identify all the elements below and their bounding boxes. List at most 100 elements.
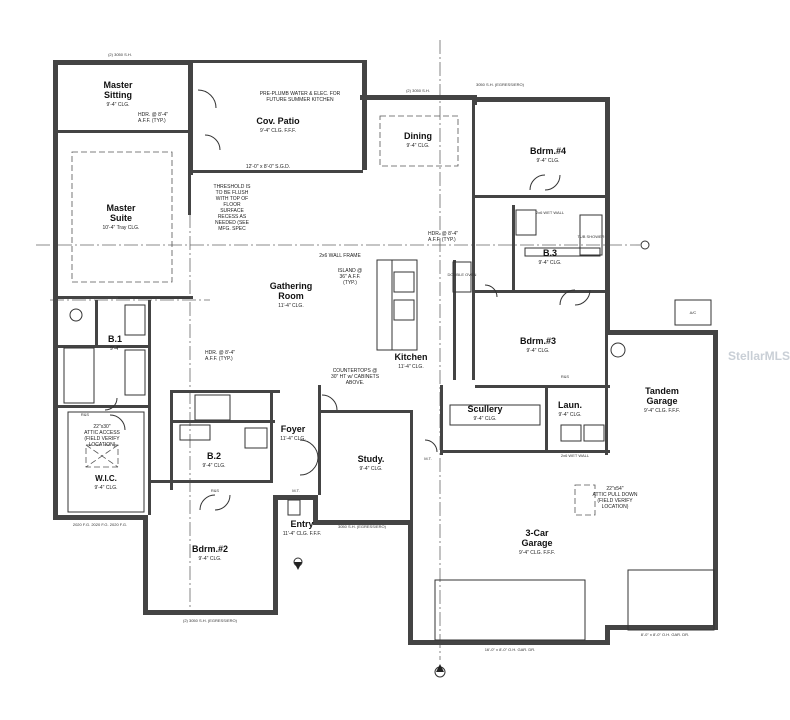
- note-double-oven: DOUBLE OVEN: [448, 272, 477, 277]
- room-b3: B.3: [543, 248, 557, 258]
- room-foyer: Foyer: [281, 424, 306, 434]
- note-hdr-mid-2: A.F.F. (TYP.): [205, 356, 233, 362]
- note-attic-3: (FIELD VERIFY: [84, 436, 120, 442]
- note-counter-3: ABOVE.: [346, 380, 365, 386]
- exterior-walls: [53, 60, 718, 645]
- note-attic-pd-1: 22"x54": [606, 486, 623, 492]
- room-tandem-line2: Garage: [646, 396, 677, 406]
- note-threshold-5: SURFACE: [220, 208, 244, 214]
- window-bdrm2: (2) 3050 S.H. (EGRESS/ERO): [183, 618, 238, 623]
- window-wic: 2020 F.G. 2020 F.G. 2020 F.G.: [73, 522, 127, 527]
- note-hdr-right: HDR. @ 8'-4": [428, 231, 458, 237]
- note-threshold-2: TO BE FLUSH: [216, 190, 249, 196]
- note-attic-pd-2: ATTIC PULL DOWN: [592, 492, 637, 498]
- note-threshold-6: RECESS AS: [218, 214, 247, 220]
- note-island-1: ISLAND @: [338, 268, 363, 274]
- note-ac: A/C: [690, 310, 697, 315]
- room-garage-line2: Garage: [521, 538, 552, 548]
- room-bdrm2: Bdrm.#2: [192, 544, 228, 554]
- room-entry-ceiling: 11'-4" CLG. F.F.F.: [283, 531, 321, 537]
- room-kitchen-ceiling: 11'-4" CLG.: [398, 364, 423, 370]
- note-hdr-top-2: A.F.F. (TYP.): [138, 118, 166, 124]
- note-wall-frame: 2x6 WALL FRAME: [319, 253, 361, 259]
- window-top-left: (2) 3050 S.H.: [108, 52, 132, 57]
- room-scullery: Scullery: [467, 404, 502, 414]
- room-gathering-ceiling: 11'-4" CLG.: [278, 303, 303, 309]
- note-shelf-2: R&S: [81, 412, 90, 417]
- room-dining-ceiling: 9'-4" CLG.: [406, 143, 429, 149]
- room-scullery-ceiling: 9'-4" CLG.: [473, 416, 496, 422]
- room-master-suite-ceiling: 10'-4" Tray CLG.: [103, 225, 140, 231]
- room-b1-ceiling: 9'-4": [110, 346, 120, 352]
- note-shelf-3: R&S: [211, 488, 220, 493]
- note-threshold-3: WITH TOP OF: [216, 196, 249, 202]
- note-attic-4: LOCATION): [89, 442, 116, 448]
- room-master-sitting-ceiling: 9'-4" CLG.: [106, 102, 129, 108]
- note-threshold-7: NEEDED (SEE: [215, 220, 250, 226]
- room-labels: Master Sitting 9'-4" CLG. Cov. Patio 9'-…: [94, 80, 680, 562]
- room-b2: B.2: [207, 451, 221, 461]
- note-counter-2: 30" HT w/ CABINETS: [331, 374, 380, 380]
- note-attic-pd-3: (FIELD VERIFY: [597, 498, 633, 504]
- room-foyer-ceiling: 11'-4" CLG.: [280, 436, 305, 442]
- garage-door-left: 16'-0" x 8'-0" O.H. GAR. DR.: [485, 647, 536, 652]
- room-garage-ceiling: 9'-4" CLG. F.F.F.: [519, 550, 555, 556]
- note-tub-shower: TUB SHOWER: [577, 234, 604, 239]
- room-wic-ceiling: 9'-4" CLG.: [94, 485, 117, 491]
- note-threshold-8: MFG. SPEC: [218, 226, 246, 232]
- note-attic-2: ATTIC ACCESS: [84, 430, 120, 436]
- room-b1: B.1: [108, 334, 122, 344]
- fixtures: [63, 89, 715, 641]
- note-prewater-2: FUTURE SUMMER KITCHEN: [266, 97, 334, 103]
- room-dining: Dining: [404, 131, 432, 141]
- interior-walls: [58, 100, 610, 520]
- room-master-sitting-line1: Master: [103, 80, 133, 90]
- window-top-mid: (2) 3050 S.H.: [406, 88, 430, 93]
- room-gathering-line2: Room: [278, 291, 304, 301]
- room-bdrm3-ceiling: 9'-4" CLG.: [526, 348, 549, 354]
- room-b3-ceiling: 9'-4" CLG.: [538, 260, 561, 266]
- room-entry: Entry: [290, 519, 313, 529]
- note-hdr-mid: HDR. @ 8'-4": [205, 350, 235, 356]
- note-mt-1: M.T.: [424, 456, 432, 461]
- room-bdrm4: Bdrm.#4: [530, 146, 566, 156]
- room-laun-ceiling: 9'-4" CLG.: [558, 412, 581, 418]
- room-wic: W.I.C.: [95, 474, 117, 483]
- window-egress-top: 3050 S.H. (EGRESS/ERO): [476, 82, 525, 87]
- room-gathering-line1: Gathering: [270, 281, 313, 291]
- room-garage-line1: 3-Car: [525, 528, 549, 538]
- note-hdr-right-2: A.F.F. (TYP.): [428, 237, 456, 243]
- room-kitchen: Kitchen: [394, 352, 427, 362]
- note-wet-wall-2: 2x6 WET WALL: [561, 453, 590, 458]
- note-attic-pd-4: LOCATION): [602, 504, 629, 510]
- window-study: 3050 S.H. (EGRESS/ERO): [338, 524, 387, 529]
- room-cov-patio: Cov. Patio: [256, 116, 300, 126]
- room-tandem-ceiling: 9'-4" CLG. F.F.F.: [644, 408, 680, 414]
- note-wet-wall-1: 2x6 WET WALL: [536, 210, 565, 215]
- note-mt-2: M.T.: [292, 488, 300, 493]
- note-threshold-4: FLOOR: [223, 202, 241, 208]
- room-bdrm2-ceiling: 9'-4" CLG.: [198, 556, 221, 562]
- garage-door-right: 8'-0" x 8'-0" O.H. GAR. DR.: [641, 632, 689, 637]
- room-master-suite-line2: Suite: [110, 213, 132, 223]
- note-shelf-1: R&S: [561, 374, 570, 379]
- note-island-2: 36" A.F.F.: [340, 274, 361, 280]
- note-threshold-1: THRESHOLD IS: [214, 184, 252, 190]
- section-markers: [293, 240, 650, 678]
- room-laun: Laun.: [558, 400, 582, 410]
- note-island-3: (TYP.): [343, 280, 357, 286]
- room-study: Study.: [358, 454, 385, 464]
- annotations: PRE-PLUMB WATER & ELEC. FOR FUTURE SUMME…: [73, 52, 697, 652]
- room-b2-ceiling: 9'-4" CLG.: [202, 463, 225, 469]
- room-tandem-line1: Tandem: [645, 386, 679, 396]
- note-counter-1: COUNTERTOPS @: [333, 368, 378, 374]
- note-attic-1: 22"x30": [93, 424, 110, 430]
- watermark: StellarMLS: [728, 349, 790, 363]
- room-study-ceiling: 9'-4" CLG.: [359, 466, 382, 472]
- room-cov-patio-ceiling: 9'-4" CLG. F.F.F.: [260, 128, 296, 134]
- room-master-sitting-line2: Sitting: [104, 90, 132, 100]
- note-prewater-1: PRE-PLUMB WATER & ELEC. FOR: [260, 91, 341, 97]
- note-hdr-top: HDR. @ 8'-4": [138, 112, 168, 118]
- note-sgd: 12'-0" x 8'-0" S.G.D.: [246, 164, 290, 170]
